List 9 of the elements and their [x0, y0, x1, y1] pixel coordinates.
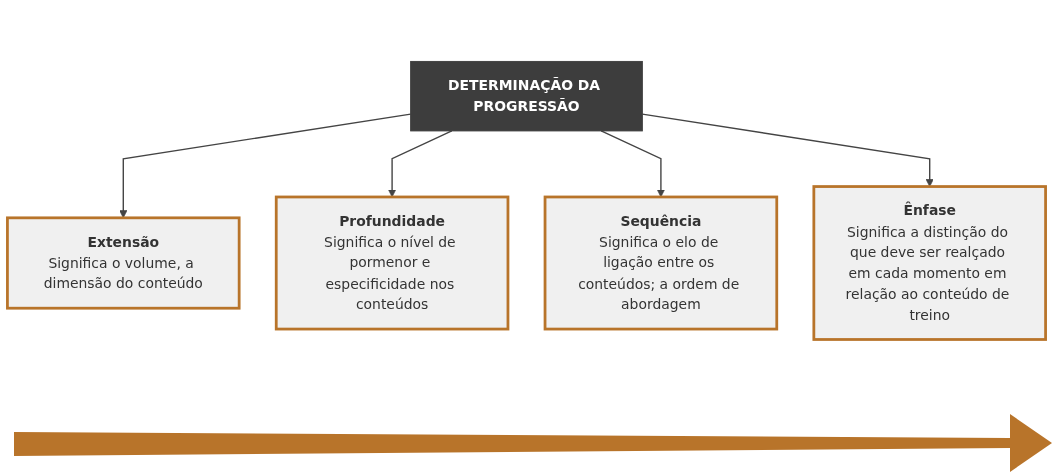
node-box: DETERMINAÇÃO DA PROGRESSÃO	[410, 60, 643, 131]
arrow	[641, 113, 934, 187]
node-box: Extensão Significa o volume, a dimensão do conteúdo	[6, 216, 241, 310]
arrow	[600, 129, 665, 197]
arrow	[388, 129, 453, 197]
arrow	[119, 113, 412, 218]
node-box: Sequência Significa o elo de ligação entre os conteúdos; a ordem de abordagem	[543, 195, 779, 330]
node-box: Profundidade Significa o nível de pormenor e especificidade nos conteúdos	[274, 195, 510, 330]
node-box: Ênfase Significa a distinção do que deve ser realçado em cada momento em relação ao conteúdo de treino	[812, 184, 1047, 341]
